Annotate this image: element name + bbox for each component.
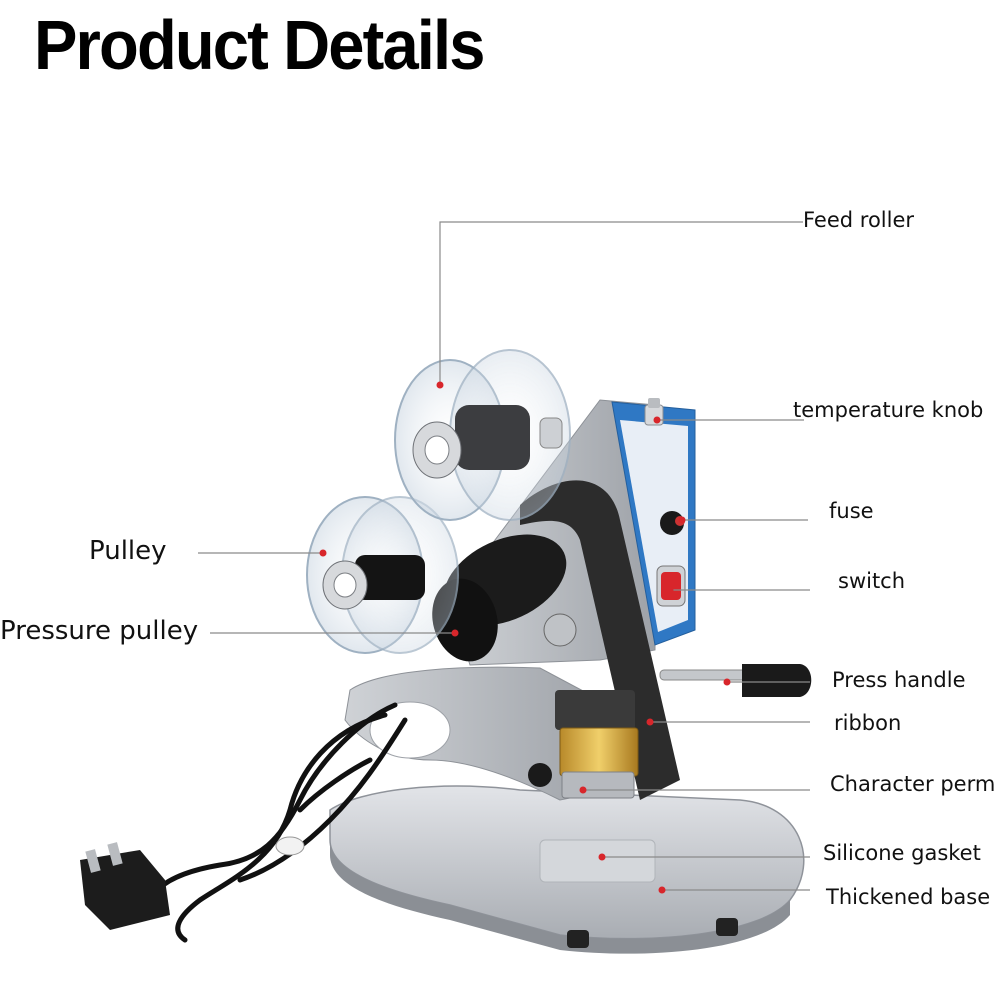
label-pulley: Pulley xyxy=(89,536,167,566)
press-handle[interactable] xyxy=(659,664,812,697)
silicone-gasket-shape xyxy=(539,839,656,883)
power-cord xyxy=(147,702,408,943)
label-character-perm: Character perm xyxy=(830,772,996,796)
label-fuse: fuse xyxy=(829,499,874,523)
ribbon-arm xyxy=(520,480,680,800)
power-plug xyxy=(80,842,170,930)
label-feed-roller: Feed roller xyxy=(803,208,915,232)
label-switch: switch xyxy=(838,569,906,593)
label-thickened-base: Thickened base xyxy=(826,885,991,909)
label-press-handle: Press handle xyxy=(832,668,966,692)
label-silicone-gasket: Silicone gasket xyxy=(823,841,981,865)
pulley-shape xyxy=(306,496,459,654)
marker-dots xyxy=(319,381,731,894)
label-temperature-knob: temperature knob xyxy=(793,398,984,422)
feed-roller-shape xyxy=(394,349,571,521)
power-switch[interactable] xyxy=(656,565,686,607)
page-title: Product Details xyxy=(34,6,485,84)
cord-tie xyxy=(275,836,305,856)
label-pressure-pulley: Pressure pulley xyxy=(0,616,199,646)
label-ribbon: ribbon xyxy=(834,711,902,735)
leader-lines xyxy=(198,221,810,891)
